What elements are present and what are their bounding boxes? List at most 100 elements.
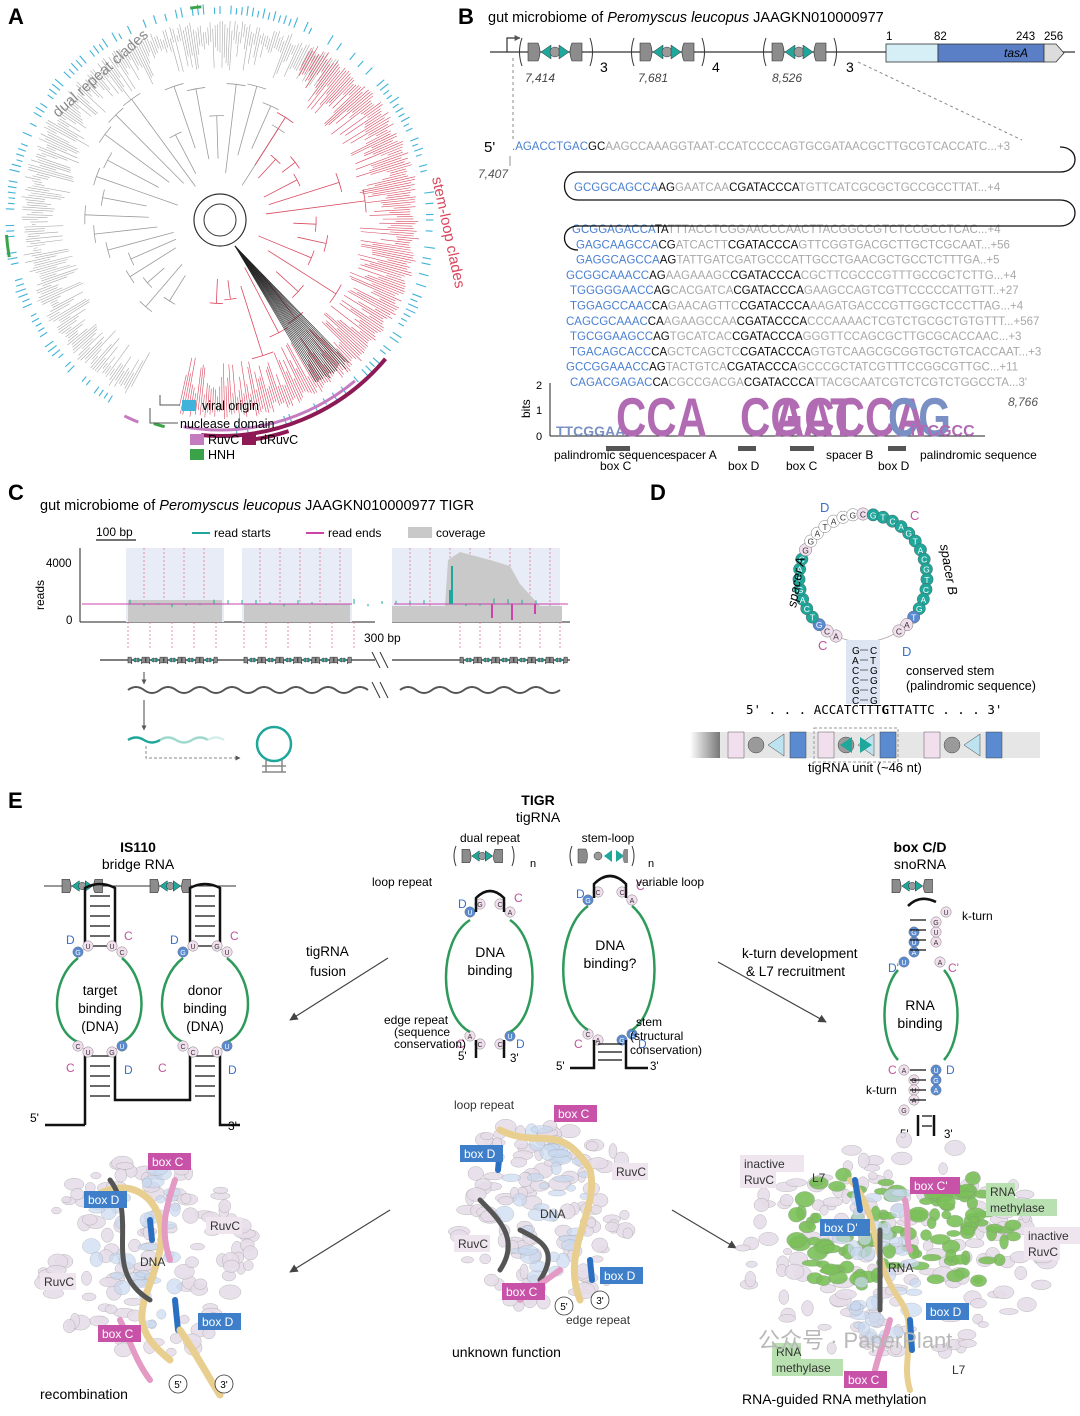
seq-end-pos: 8,766 (1008, 395, 1038, 409)
svg-text:A: A (902, 1068, 907, 1075)
loop-repeat-label: loop repeat (372, 875, 433, 889)
boxcd-subtitle: snoRNA (894, 856, 947, 872)
seq-row: CAGACGAGACCACGCCGACGACGATACCCATTACGCAATC… (570, 377, 1027, 389)
svg-text:C: C (629, 1032, 634, 1039)
dna-binding-1: DNA (475, 944, 505, 960)
legend-druvc: dRuvC (260, 433, 298, 447)
svg-text:C: C (896, 626, 902, 636)
legend-swatch-druvc (242, 434, 256, 445)
c-ytick-4000: 4000 (46, 558, 72, 570)
gene-tick-256: 256 (1044, 31, 1063, 43)
gap-label: 300 bp (364, 631, 401, 645)
svg-text:G: G (870, 510, 877, 520)
svg-text:C: C (595, 890, 600, 897)
snorna-3prime: 3' (944, 1129, 953, 1141)
donor-binding-2: binding (183, 1001, 227, 1016)
logo-label-palindromic-left: palindromic sequence (554, 448, 671, 462)
n-1: n (530, 858, 536, 870)
nucleotide (116, 1040, 128, 1052)
seq-row: GAGCAAGCCACGATCACTTCGATACCCAGTTCGGTGACGC… (576, 239, 1010, 251)
svg-text:T: T (911, 613, 916, 623)
panel-c: C gut microbiome of Peromyscus leucopus … (8, 480, 570, 773)
svg-text:D': D' (888, 961, 899, 975)
seq-row: TGCGGAAGCCAGTGCATCACCGATACCCAGGGTTCCAGCG… (570, 331, 1021, 343)
dna-binding-q-2: binding? (584, 955, 637, 971)
tigr-stemloop-diagram (562, 874, 656, 1070)
e-array-glyphs (44, 845, 933, 894)
svg-text:G: G (797, 585, 804, 595)
tag-ruvc-text: RuvC (210, 1219, 240, 1233)
logo-letters: ACCCA (774, 388, 926, 449)
nucleotide (898, 1064, 910, 1076)
edge-repeat-3: conservation) (394, 1037, 466, 1051)
legend-leader (159, 395, 180, 406)
svg-text:G: G (911, 1078, 916, 1085)
svg-text:D: D (638, 1037, 647, 1051)
svg-text:G: G (852, 646, 860, 657)
protein-structures (34, 1119, 1058, 1399)
svg-text:C: C (923, 585, 929, 595)
nucleotide (898, 956, 910, 968)
bridge-5prime: 5' (30, 1111, 39, 1125)
nucleotide (934, 956, 946, 968)
tag-box-c-prime (910, 1177, 960, 1194)
svg-text:G: G (619, 1038, 624, 1045)
svg-text:3': 3' (220, 1380, 228, 1391)
svg-text:G: G (75, 950, 80, 957)
rna-binding-1: RNA (905, 997, 935, 1013)
nucleotide (940, 906, 952, 918)
legend-swatch-hnh (190, 449, 204, 460)
svg-text:U: U (85, 1050, 90, 1057)
svg-text:5': 5' (174, 1380, 182, 1391)
tag-edge-repeat-text: edge repeat (566, 1313, 631, 1327)
kturn-dev-1: k-turn development (742, 946, 858, 961)
box-letter: D (820, 500, 829, 515)
tigrna-fusion-2: fusion (310, 964, 346, 979)
svg-text:A: A (934, 1088, 939, 1095)
tag-box-d (198, 1313, 241, 1330)
tag-box-c (554, 1105, 597, 1122)
svg-text:T: T (913, 537, 918, 547)
svg-text:U: U (507, 1034, 512, 1041)
label-dual-repeat-clades: dual repeat clades (49, 26, 151, 121)
scale-bar-label: 100 bp (96, 525, 133, 539)
nucleotide (626, 894, 638, 906)
svg-text:U: U (911, 1088, 916, 1095)
donor-binding-3: (DNA) (186, 1019, 224, 1034)
stem-label-1: conserved stem (906, 664, 994, 678)
svg-text:U: U (119, 1044, 124, 1051)
logo-label-box-d-1: box D (728, 459, 760, 473)
svg-text:A: A (831, 517, 837, 527)
svg-text:C: C (158, 1061, 167, 1075)
gene-name: tasA (1004, 46, 1028, 60)
svg-text:G: G (933, 1078, 938, 1085)
nucleotide (106, 1046, 118, 1058)
svg-text:G: G (923, 565, 930, 575)
svg-text:C: C (574, 1037, 583, 1051)
d-seq-right: CTTATTC . . . 3' (882, 702, 1002, 717)
seq-line-2: GCGGCAGCCAAGGAATCAACGATACCCATGTTCATCGCGC… (574, 182, 1001, 194)
tag-box-c-text: box C (558, 1107, 590, 1121)
tag-box-c (844, 1371, 887, 1388)
zoom-line-right (857, 61, 1023, 141)
svg-text:T: T (870, 656, 876, 667)
svg-text:A: A (596, 1038, 601, 1045)
svg-text:C: C (870, 686, 877, 697)
tag-box-c-text: box C (848, 1373, 880, 1387)
tag-box-d (926, 1303, 969, 1320)
c-ytick-0: 0 (66, 615, 72, 627)
target-binding-3: (DNA) (81, 1019, 119, 1034)
svg-text:G: G (816, 620, 823, 630)
logo-label-spacer-a: spacer A (670, 448, 717, 462)
logo-tick-2: 2 (536, 380, 542, 392)
svg-text:C: C (180, 1044, 185, 1051)
gene-tick-1: 1 (886, 31, 892, 43)
kturn-top: k-turn (962, 909, 993, 923)
gene-tick-82: 82 (934, 31, 947, 43)
caption-recombination: recombination (40, 1386, 128, 1402)
dual-3prime: 3' (510, 1053, 519, 1065)
svg-text:C: C (921, 555, 927, 565)
svg-text:C: C (230, 929, 239, 943)
stem-shade (846, 640, 880, 704)
